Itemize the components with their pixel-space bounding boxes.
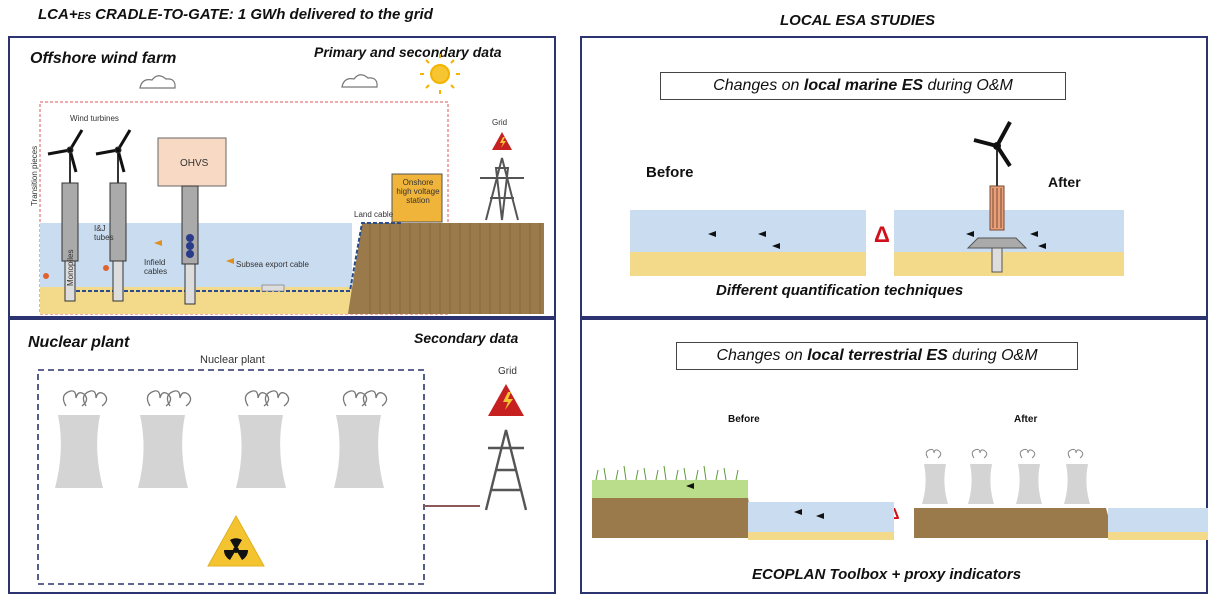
cooling-tower-icon xyxy=(922,464,1090,504)
cooling-tower-icon xyxy=(55,415,384,488)
lca-header-rest: CRADLE-TO-GATE: 1 GWh delivered to the g… xyxy=(90,6,433,23)
lca-header: LCA+ES CRADLE-TO-GATE: 1 GWh delivered t… xyxy=(38,6,433,23)
lca-header-es: ES xyxy=(77,11,91,22)
nuclear-panel: Nuclear plant Secondary data Nuclear pla… xyxy=(8,318,556,594)
steam-icon xyxy=(925,448,1084,459)
label-transition-pieces: Transition pieces xyxy=(30,145,39,206)
warning-icon xyxy=(492,132,512,150)
fish-icon xyxy=(686,483,824,519)
label-infield-cables: Infield cables xyxy=(144,258,168,276)
nuclear-title: Nuclear plant xyxy=(28,334,130,351)
marine-esa-panel: Changes on local marine ES during O&M Be… xyxy=(580,36,1208,318)
label-subsea-export-cable: Subsea export cable xyxy=(236,260,309,269)
wind-turbine-icon xyxy=(47,129,84,302)
marine-before: Before xyxy=(646,164,694,181)
marine-box-bold: local marine ES xyxy=(803,77,924,94)
radiation-icon xyxy=(207,514,265,567)
label-monopiles: Monopiles xyxy=(66,249,75,286)
terrestrial-illustration xyxy=(592,448,1208,540)
offshore-title: Offshore wind farm xyxy=(30,50,177,67)
terrestrial-box-bold: local terrestrial ES xyxy=(807,347,948,364)
marine-delta: Δ xyxy=(874,222,890,247)
marine-footer: Different quantification techniques xyxy=(716,282,964,299)
offshore-data-type: Primary and secondary data xyxy=(314,44,502,60)
terrestrial-box-post: during O&M xyxy=(947,347,1038,364)
nuclear-plant-label: Nuclear plant xyxy=(200,354,265,366)
grid-tower-icon xyxy=(480,157,524,221)
terrestrial-before: Before xyxy=(728,414,760,425)
marine-after: After xyxy=(1048,174,1081,190)
wind-turbine-icon xyxy=(966,121,1028,273)
offshore-illustration xyxy=(39,54,544,315)
nuclear-boundary xyxy=(37,369,425,585)
wind-turbine-icon xyxy=(95,129,132,302)
terrestrial-changes-box: Changes on local terrestrial ES during O… xyxy=(676,342,1078,370)
terrestrial-esa-panel: Changes on local terrestrial ES during O… xyxy=(580,318,1208,594)
label-grid: Grid xyxy=(492,118,508,127)
label-ohvs: OHVS xyxy=(180,158,209,169)
label-onshore-station: Onshore high voltage station xyxy=(396,178,440,205)
cloud-icon xyxy=(139,74,378,89)
marine-illustration xyxy=(630,121,1124,276)
nuclear-illustration xyxy=(37,369,528,585)
label-wind-turbines: Wind turbines xyxy=(70,114,119,123)
terrestrial-box-pre: Changes on xyxy=(716,347,808,364)
terrestrial-after: After xyxy=(1014,414,1038,425)
marine-box-post: during O&M xyxy=(923,77,1013,94)
fish-icon xyxy=(966,231,1046,249)
terrestrial-footer: ECOPLAN Toolbox + proxy indicators xyxy=(752,566,1022,583)
lca-header-prefix: LCA+ xyxy=(38,6,78,23)
nuclear-grid-label: Grid xyxy=(498,366,517,377)
grid-tower-icon xyxy=(484,429,528,511)
marine-box-pre: Changes on xyxy=(713,77,804,94)
offshore-panel: Offshore wind farm Primary and secondary… xyxy=(8,36,556,318)
esa-header: LOCAL ESA STUDIES xyxy=(780,12,936,29)
ohvs-box xyxy=(157,137,227,187)
sun-icon xyxy=(420,54,460,94)
steam-icon xyxy=(62,390,388,407)
warning-icon xyxy=(488,384,524,416)
nuclear-data-type: Secondary data xyxy=(414,330,519,346)
label-ij-tubes: I&J tubes xyxy=(94,224,114,242)
label-land-cable: Land cable xyxy=(354,210,394,219)
marine-changes-box: Changes on local marine ES during O&M xyxy=(660,72,1066,100)
fish-icon xyxy=(708,231,780,249)
